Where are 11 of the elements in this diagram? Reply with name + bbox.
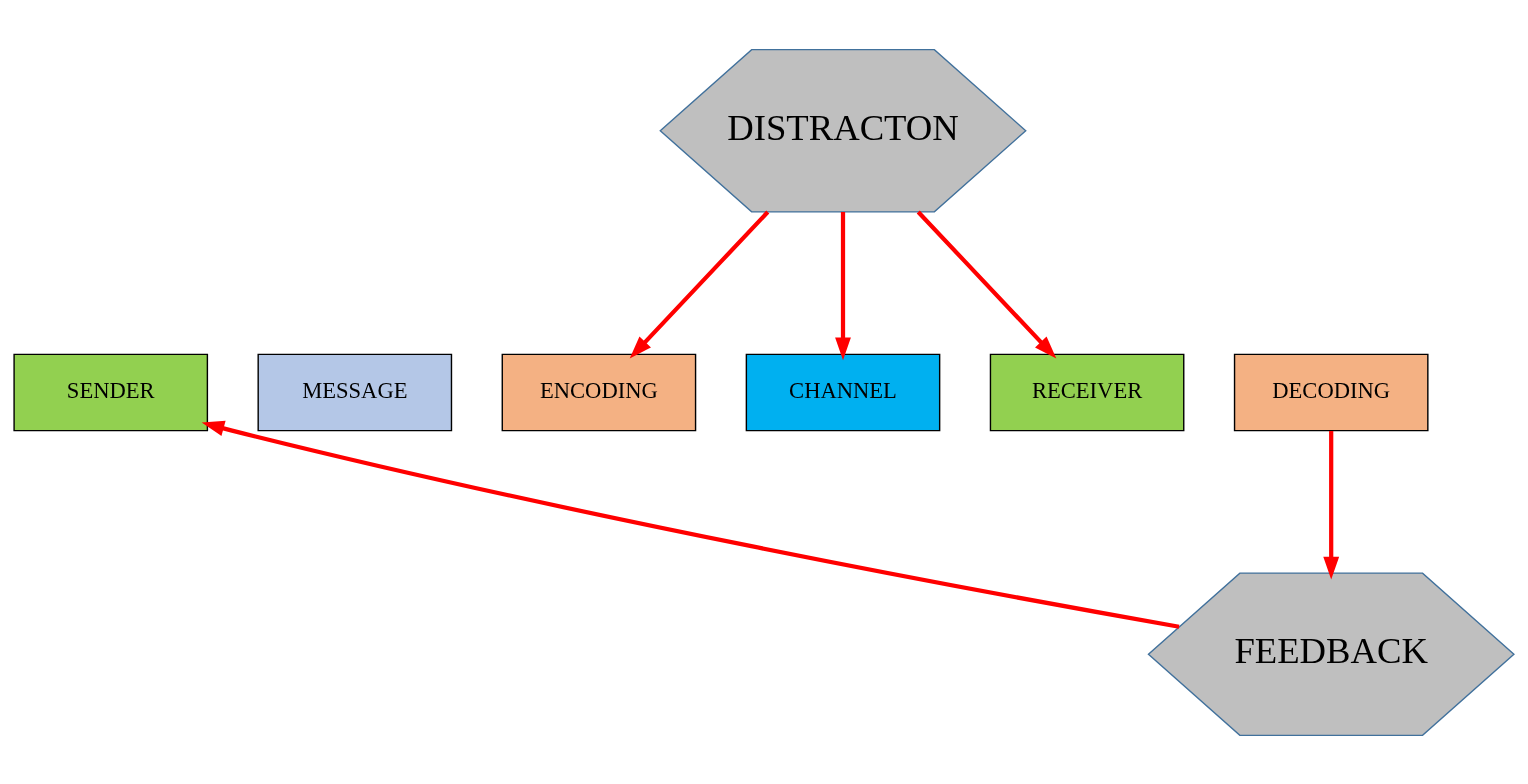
node-box: ENCODING — [501, 353, 697, 431]
node-box: RECEIVER — [989, 353, 1185, 431]
arrow — [629, 210, 770, 358]
arrow — [916, 210, 1057, 358]
arrow — [835, 211, 851, 360]
node-box: DECODING — [1233, 353, 1429, 431]
node-box: MESSAGE — [257, 353, 453, 431]
arrow — [1323, 430, 1340, 579]
arrow — [201, 420, 1180, 629]
node-box: SENDER — [13, 353, 209, 431]
node-box: CHANNEL — [745, 353, 941, 431]
